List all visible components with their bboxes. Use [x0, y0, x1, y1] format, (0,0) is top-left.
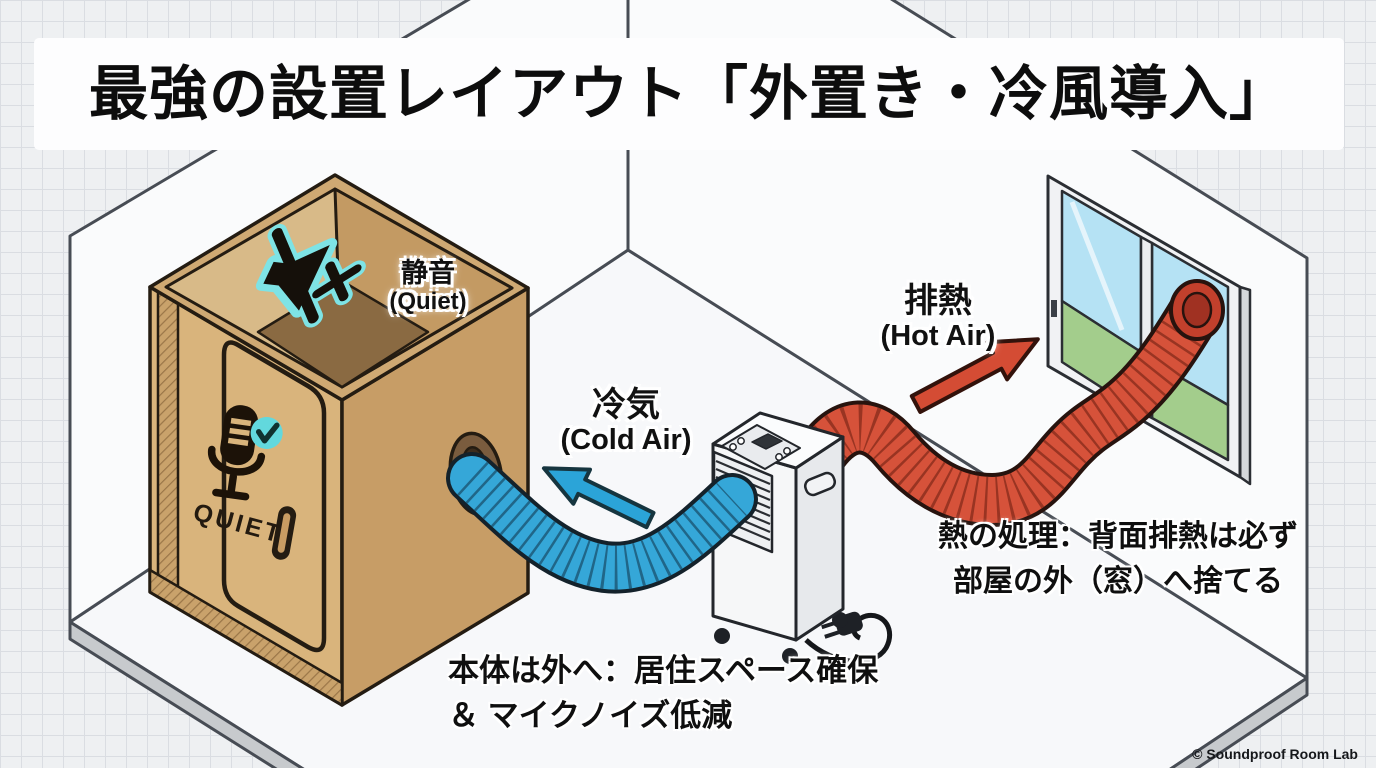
hot-duct-end-inner [1181, 291, 1213, 329]
quiet-label-en: (Quiet) [389, 288, 467, 315]
soundproof-booth [148, 173, 530, 707]
title-banner: 最強の設置レイアウト「外置き・冷風導入」 [34, 38, 1344, 150]
ac-buttons [729, 437, 791, 461]
cold-air-label-jp: 冷気 [591, 386, 660, 424]
unit-note-line1: 本体は外へ：居住スペース確保 [448, 653, 879, 688]
muted-speaker-icon [255, 224, 366, 328]
heat-note-line2: 部屋の外（窓）へ捨てる [953, 565, 1283, 598]
cold-air-duct [446, 452, 758, 594]
booth-door-handle [271, 506, 297, 560]
cold-air-label-en: (Cold Air) [560, 424, 692, 456]
ac-side-handle [803, 471, 837, 497]
microphone-check-icon [208, 405, 283, 501]
unit-note-line2: ＆ マイクノイズ低減 [448, 698, 733, 733]
heat-handling-note: 熱の処理：背面排熱は必ず 部屋の外（窓）へ捨てる [938, 514, 1298, 604]
quiet-label: 静音 (Quiet) [389, 258, 466, 315]
floor-edge-left [68, 620, 305, 768]
quiet-label-jp: 静音 [400, 258, 455, 288]
floor-edge-right [1169, 676, 1309, 768]
cold-air-label: 冷気 (Cold Air) [560, 386, 691, 457]
ac-right-face [794, 435, 845, 642]
hot-air-duct [795, 279, 1225, 528]
glass-reflection-line [1069, 201, 1125, 331]
booth-edge-tape-bottom [148, 568, 344, 707]
ac-display [751, 433, 783, 450]
booth-edge-tape-left [156, 290, 180, 610]
page-title: 最強の設置レイアウト「外置き・冷風導入」 [88, 61, 1289, 127]
ac-casters [714, 612, 848, 664]
hot-air-arrow [909, 337, 1040, 414]
ac-control-panel [721, 424, 801, 470]
heat-note-line1: 熱の処理：背面排熱は必ず [938, 520, 1298, 553]
hot-air-label-en: (Hot Air) [880, 320, 996, 352]
unit-outside-note: 本体は外へ：居住スペース確保 ＆ マイクノイズ低減 [448, 648, 878, 738]
window-handle [1051, 300, 1057, 317]
booth-door [221, 340, 327, 653]
hot-air-label: 排熱 (Hot Air) [881, 282, 996, 353]
credit-watermark: © Soundproof Room Lab [1192, 746, 1358, 762]
hot-air-label-jp: 排熱 [904, 282, 972, 320]
cold-air-arrow [541, 466, 656, 530]
